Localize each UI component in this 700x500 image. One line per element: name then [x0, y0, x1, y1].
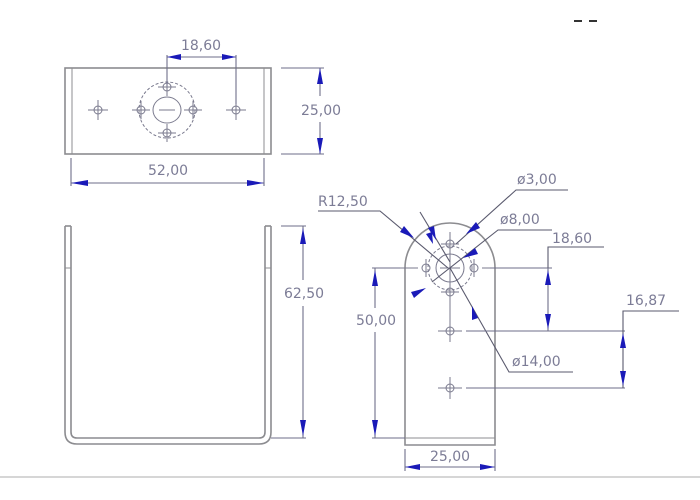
dimension-width: 25,00: [404, 449, 496, 471]
servo-horn-pattern: [375, 232, 550, 330]
mounting-hole: [88, 100, 108, 120]
svg-text:18,60: 18,60: [552, 231, 592, 247]
dimension-hole-spacing-2: 16,87: [466, 293, 679, 389]
dimension-width: 52,00: [70, 158, 265, 186]
mounting-hole: [438, 377, 462, 399]
dimension-diameter-large: ø14,00: [426, 232, 573, 373]
top-view: 18,60 25,00 52,00: [64, 38, 341, 186]
svg-text:R12,50: R12,50: [318, 194, 368, 210]
svg-text:50,00: 50,00: [356, 313, 396, 329]
dimension-hole-spacing: 18,60: [166, 38, 237, 104]
front-view: 62,50: [64, 225, 324, 445]
dimension-height: 25,00: [281, 67, 341, 155]
svg-text:18,60: 18,60: [181, 38, 221, 54]
svg-text:62,50: 62,50: [284, 286, 324, 302]
dimension-hole-spacing: 18,60: [466, 231, 625, 332]
dimension-center-height: 50,00: [356, 267, 405, 439]
dimension-diameter-mid: ø8,00: [411, 212, 552, 298]
mounting-hole: [438, 320, 462, 342]
svg-text:25,00: 25,00: [430, 449, 470, 465]
dimension-radius: R12,50: [318, 194, 449, 269]
svg-text:16,87: 16,87: [626, 293, 666, 309]
svg-text:25,00: 25,00: [301, 103, 341, 119]
svg-text:ø8,00: ø8,00: [500, 212, 540, 228]
dimension-diameter-small: ø3,00: [419, 172, 568, 263]
side-view: R12,50 ø3,00 ø8,00 ø14,00: [318, 172, 679, 471]
svg-text:52,00: 52,00: [148, 163, 188, 179]
svg-text:ø14,00: ø14,00: [512, 354, 561, 370]
svg-text:ø3,00: ø3,00: [517, 172, 557, 188]
servo-horn-pattern: [132, 78, 202, 142]
dimension-height: 62,50: [271, 225, 324, 439]
